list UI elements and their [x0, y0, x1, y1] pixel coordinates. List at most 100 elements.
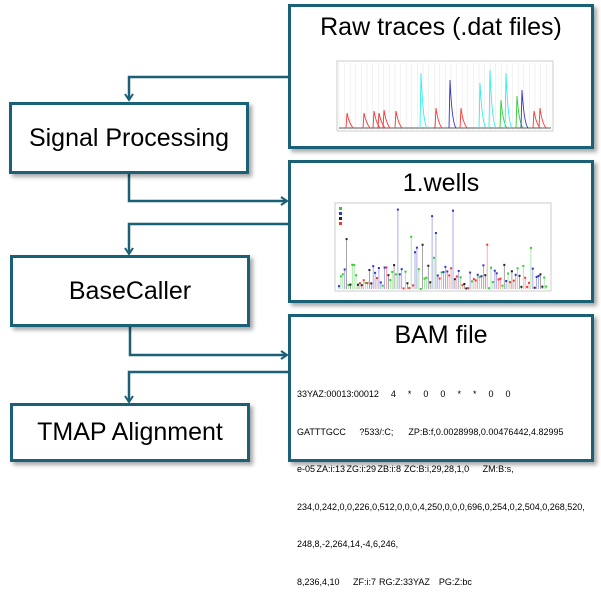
arrow-raw-to-signal — [124, 75, 290, 102]
flow-point — [402, 287, 405, 290]
flow-point — [364, 282, 367, 285]
flow-point — [396, 208, 399, 211]
flow-point — [393, 264, 396, 267]
flow-point — [539, 273, 542, 276]
flow-point — [425, 276, 428, 279]
flow-point — [480, 275, 483, 278]
box-title: BAM file — [394, 321, 488, 349]
flow-point — [400, 268, 403, 271]
flow-point — [349, 283, 352, 286]
flow-point — [514, 273, 517, 276]
flow-point — [442, 271, 445, 274]
flow-point — [503, 263, 506, 266]
signal-processing-box: Signal Processing — [9, 102, 249, 174]
flow-point — [366, 282, 369, 285]
flow-point — [526, 285, 529, 288]
legend-marker — [339, 207, 342, 210]
flow-point — [436, 274, 439, 277]
flow-point — [421, 243, 424, 246]
flow-point — [465, 287, 468, 290]
arrow-wells-to-basecaller — [124, 222, 290, 256]
trace-peak — [520, 89, 529, 129]
flow-point — [379, 281, 382, 284]
flow-point — [457, 269, 460, 272]
flow-point — [448, 274, 451, 277]
flow-point — [362, 279, 365, 282]
flow-point — [455, 275, 458, 278]
flow-point — [528, 281, 530, 284]
flow-point — [535, 275, 538, 278]
flow-point — [522, 264, 525, 267]
trace-peak — [499, 99, 508, 129]
flow-point — [385, 266, 388, 269]
flow-point — [343, 268, 346, 271]
flow-point — [471, 280, 473, 283]
flow-point — [419, 287, 422, 290]
legend-marker — [339, 212, 342, 215]
flow-point — [499, 277, 502, 280]
flow-point — [450, 267, 453, 270]
flow-point — [482, 264, 485, 267]
flow-point — [358, 282, 361, 285]
flow-point — [372, 265, 375, 268]
trace-peak — [362, 112, 371, 129]
trace-peak — [538, 107, 547, 129]
basecaller-box: BaseCaller — [10, 255, 250, 327]
flow-point — [415, 246, 418, 249]
wells-box: 1.wells — [288, 160, 594, 303]
flow-point — [524, 276, 527, 279]
flow-point — [351, 263, 354, 266]
flow-point — [440, 271, 443, 274]
trace-peak — [419, 72, 428, 129]
flow-point — [381, 284, 384, 287]
plot-frame — [334, 202, 552, 292]
legend-marker — [339, 217, 342, 220]
plot-frame — [336, 60, 554, 132]
trace-peak — [434, 107, 443, 129]
flow-point — [507, 272, 510, 275]
flow-point — [395, 273, 397, 276]
flow-point — [491, 281, 494, 284]
flow-point — [505, 279, 508, 282]
trace-peak — [377, 112, 386, 129]
flow-point — [520, 285, 523, 288]
raw-traces-chart-thumbnail — [336, 60, 554, 132]
flow-point — [376, 277, 378, 280]
flow-point — [543, 276, 546, 279]
flow-point — [355, 274, 358, 277]
flow-point — [452, 209, 454, 212]
flow-point — [518, 274, 521, 277]
flow-point — [476, 273, 479, 276]
flow-point — [353, 264, 356, 267]
flow-point — [463, 282, 466, 285]
wells-chart-thumbnail — [334, 202, 552, 292]
flow-point — [545, 285, 548, 288]
flow-point — [529, 246, 532, 249]
flow-point — [493, 269, 496, 272]
box-title: Raw traces (.dat files) — [320, 13, 562, 41]
flow-point — [387, 274, 390, 277]
arrow-bam-to-tmap — [124, 370, 290, 404]
bam-line: 248,8,-2,264,14,-4,6,246, — [297, 539, 399, 549]
flow-point — [533, 286, 536, 289]
flow-point — [446, 270, 449, 273]
arrow-basecaller-to-bam — [128, 327, 289, 360]
flow-point — [412, 284, 415, 287]
arrow-signal-to-wells — [127, 174, 289, 206]
trace-peak — [372, 110, 381, 129]
flow-point — [368, 269, 371, 272]
trace-peak — [394, 110, 403, 129]
trace-peak — [515, 95, 524, 129]
flow-point — [516, 267, 519, 270]
flow-point — [478, 275, 481, 278]
flow-point — [338, 285, 340, 288]
flow-point — [537, 274, 540, 277]
bam-file-box: BAM file 33YAZ:00013:00012 4 * 0 0 * * 0… — [288, 314, 594, 587]
flow-point — [360, 284, 363, 287]
bam-line: 8,236,4,10 ZF:i:7 RG:Z:33YAZ PG:Z:bc — [297, 576, 472, 587]
step-label: BaseCaller — [68, 276, 192, 305]
trace-peak — [488, 69, 497, 129]
step-label: Signal Processing — [28, 123, 230, 152]
flow-point — [347, 284, 350, 287]
bam-line: 33YAZ:00013:00012 4 * 0 0 * * 0 0 — [297, 389, 511, 399]
